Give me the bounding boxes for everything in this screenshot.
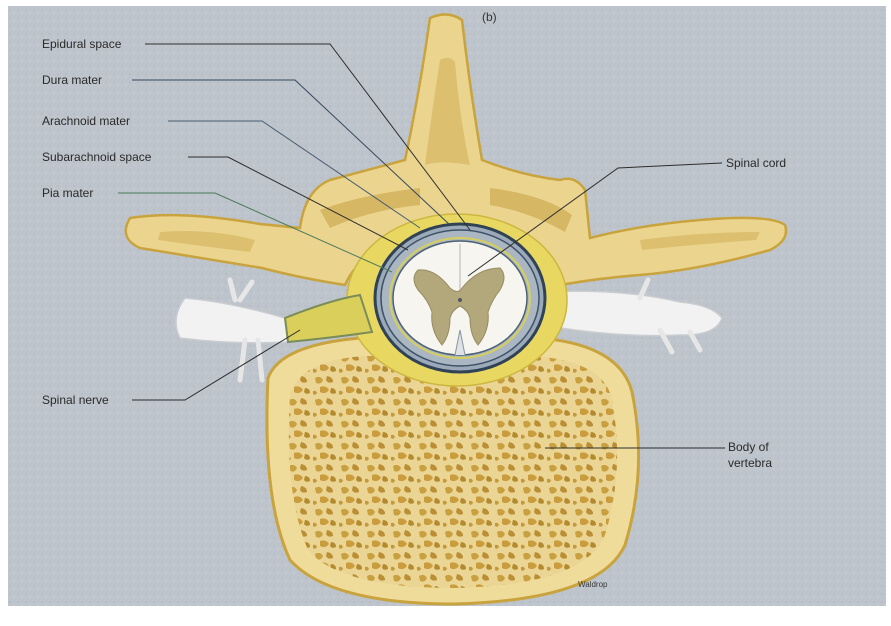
label-arachnoid-mater: Arachnoid mater — [42, 114, 130, 128]
panel-label: (b) — [482, 10, 497, 24]
label-body-of-vertebra-line2: vertebra — [728, 456, 772, 470]
label-spinal-cord: Spinal cord — [726, 156, 786, 170]
label-pia-mater: Pia mater — [42, 186, 93, 200]
label-epidural-space: Epidural space — [42, 37, 121, 51]
spinal-cord — [393, 241, 527, 355]
label-body-of-vertebra-line1: Body of — [728, 440, 769, 454]
label-spinal-nerve: Spinal nerve — [42, 393, 109, 407]
label-dura-mater: Dura mater — [42, 73, 102, 87]
artist-signature: Waldrop — [578, 578, 608, 592]
label-subarachnoid-space: Subarachnoid space — [42, 150, 151, 164]
